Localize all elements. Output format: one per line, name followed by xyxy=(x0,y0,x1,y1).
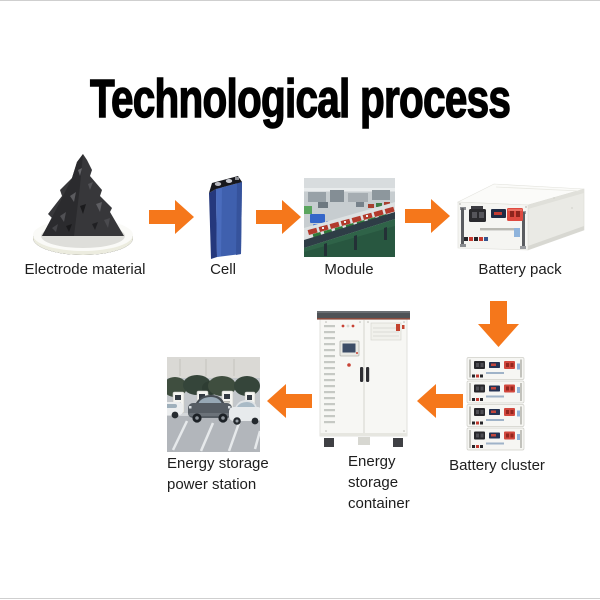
label-energy-storage-power-station: Energy storage power station xyxy=(167,455,269,493)
arrow-cell-to-module-icon xyxy=(256,199,302,235)
arrow-container-to-station-icon xyxy=(266,384,312,418)
electrode-material-image xyxy=(30,146,136,258)
label-electrode-material: Electrode material xyxy=(24,261,146,278)
energy-storage-power-station-image xyxy=(167,357,260,452)
battery-cell-icon xyxy=(209,176,242,259)
label-energy-storage-container: Energy storage container xyxy=(348,453,410,512)
arrow-module-to-pack-icon xyxy=(405,198,451,234)
assembly-line-icon xyxy=(304,178,395,257)
battery-pack-image xyxy=(452,178,590,260)
page-title: Technological process xyxy=(89,69,511,129)
battery-cluster-image xyxy=(466,357,525,451)
battery-pack-icon xyxy=(456,183,585,251)
bottom-border-line xyxy=(0,598,600,599)
battery-cluster-icon xyxy=(466,357,525,451)
arrow-electrode-to-cell-icon xyxy=(149,199,195,235)
top-border-line xyxy=(0,0,600,1)
charging-station-icon xyxy=(167,357,260,452)
label-battery-cluster: Battery cluster xyxy=(449,457,545,474)
electrode-material-icon xyxy=(33,154,133,255)
battery-cell-image xyxy=(203,163,247,260)
label-cell: Cell xyxy=(210,261,236,278)
arrow-cluster-to-container-icon xyxy=(416,384,463,418)
label-module: Module xyxy=(324,261,374,278)
storage-container-icon xyxy=(317,311,410,447)
energy-storage-container-image xyxy=(316,305,411,452)
label-battery-pack: Battery pack xyxy=(478,261,562,278)
module-assembly-line-image xyxy=(304,178,395,257)
arrow-pack-to-cluster-icon xyxy=(478,301,519,348)
